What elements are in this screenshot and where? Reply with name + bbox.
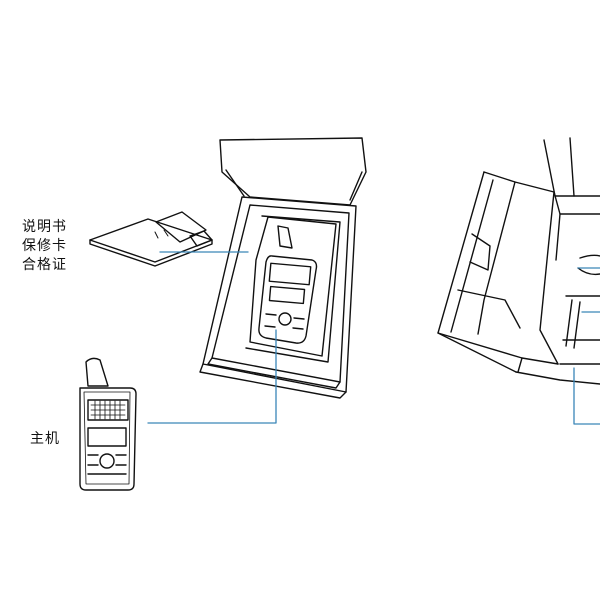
main-unit-label: 主机 bbox=[30, 431, 60, 447]
leader-main-unit bbox=[147, 329, 277, 424]
open-box-right bbox=[437, 137, 600, 385]
leader-lines bbox=[147, 251, 600, 425]
open-box-left bbox=[199, 137, 367, 399]
documents-illustration bbox=[89, 211, 213, 267]
documents-label: 说明书 保修卡 合格证 bbox=[22, 218, 67, 275]
warranty-card-label: 保修卡 bbox=[22, 238, 67, 254]
radio-unit bbox=[79, 357, 137, 491]
radio-in-box bbox=[258, 225, 318, 344]
manual-label: 说明书 bbox=[22, 219, 67, 235]
certificate-label: 合格证 bbox=[22, 257, 67, 273]
leader-right-bottom bbox=[573, 367, 600, 425]
